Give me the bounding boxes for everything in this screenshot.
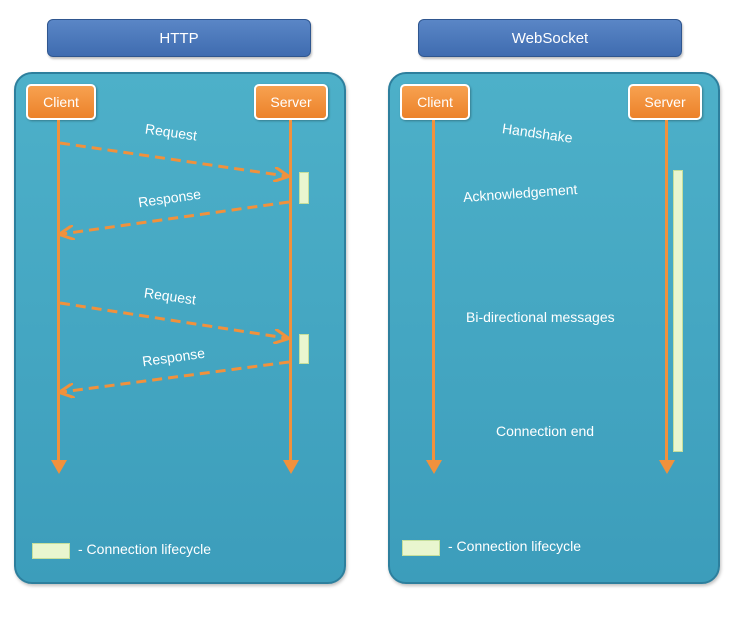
websocket-panel <box>388 72 720 584</box>
http-server-lifeline <box>289 120 292 462</box>
ws-bidirectional-label: Bi-directional messages <box>466 309 615 325</box>
ws-server-lifeline-arrowhead <box>659 460 675 474</box>
http-server-lifeline-arrowhead <box>283 460 299 474</box>
http-client-lifeline-arrowhead <box>51 460 67 474</box>
http-client-lifeline <box>57 120 60 462</box>
ws-legend-swatch <box>402 540 440 556</box>
websocket-title: WebSocket <box>418 19 682 57</box>
ws-client-actor: Client <box>400 84 470 120</box>
http-legend-label: - Connection lifecycle <box>78 541 212 557</box>
ws-server-actor: Server <box>628 84 702 120</box>
ws-connection-end-label: Connection end <box>496 423 595 439</box>
ws-server-lifeline <box>665 120 668 462</box>
http-title: HTTP <box>47 19 311 57</box>
http-panel <box>14 72 346 584</box>
http-server-actor: Server <box>254 84 328 120</box>
http-legend-swatch <box>32 543 70 559</box>
ws-legend-label: - Connection lifecycle <box>448 538 582 554</box>
ws-lifecycle-bar <box>673 170 683 452</box>
ws-client-lifeline <box>432 120 435 462</box>
http-client-actor: Client <box>26 84 96 120</box>
ws-client-lifeline-arrowhead <box>426 460 442 474</box>
http-lifecycle-bar-1 <box>299 172 309 204</box>
http-lifecycle-bar-2 <box>299 334 309 364</box>
